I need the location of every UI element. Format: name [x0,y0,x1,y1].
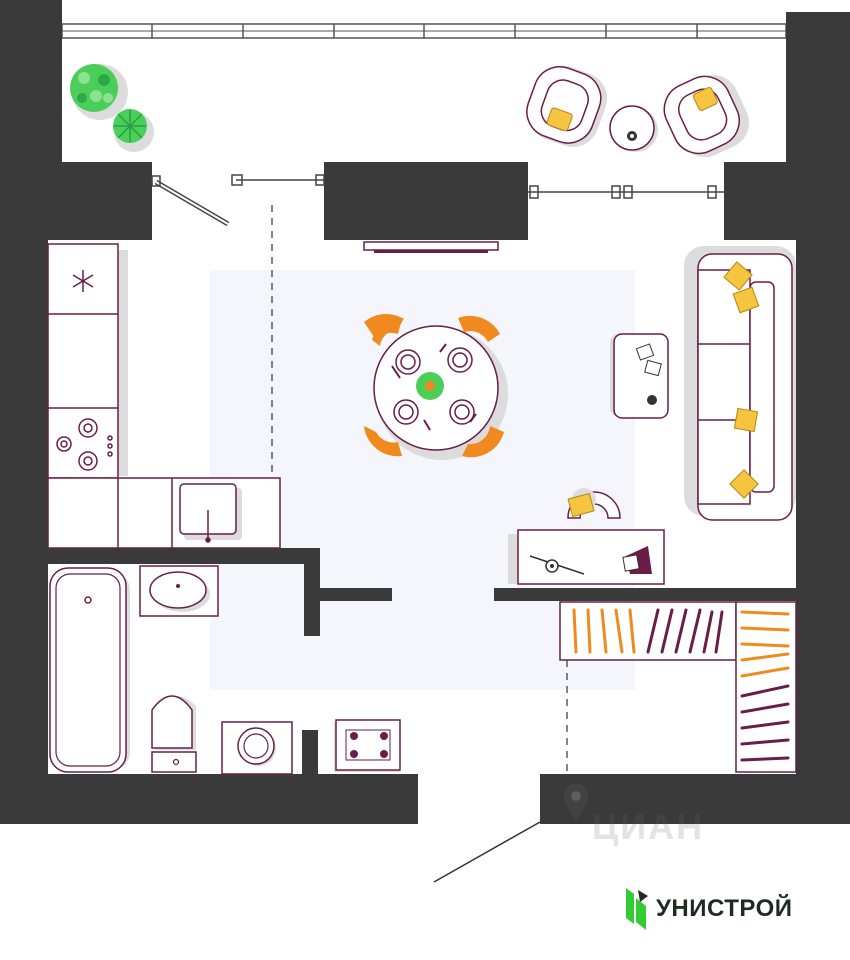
walls [0,0,850,824]
fern-plant-icon [113,109,154,152]
bathroom-sink-icon [139,565,219,617]
sofa-icon [684,246,796,521]
balcony-door [151,175,230,227]
stove-icon [56,418,113,471]
bathtub-icon [49,567,130,773]
side-table-icon [610,333,669,419]
wardrobe-icon [559,601,797,773]
armchair-left-icon [526,65,608,147]
shoe-bench-icon [334,719,401,772]
brand-name: УНИСТРОЙ [656,895,793,922]
armchair-right-icon [663,74,750,158]
desk-icon [508,488,665,585]
balcony-window [231,174,724,199]
balcony-railing [61,23,787,39]
washing-machine-icon [221,721,293,775]
entry-door [433,821,541,883]
cian-watermark: ЦИАН [562,780,762,850]
brand-logo: УНИСТРОЙ [624,886,834,930]
tv-icon [363,241,499,253]
coffee-table-icon [609,105,658,152]
plant-icon [70,64,128,120]
dining-set-icon [364,313,508,460]
watermark-text: ЦИАН [592,806,705,847]
snowflake-icon [72,270,94,292]
location-pin-icon [564,784,588,820]
brand-mark-icon [626,888,648,930]
toilet-icon [151,695,197,773]
kitchen-sink-icon [179,483,242,543]
